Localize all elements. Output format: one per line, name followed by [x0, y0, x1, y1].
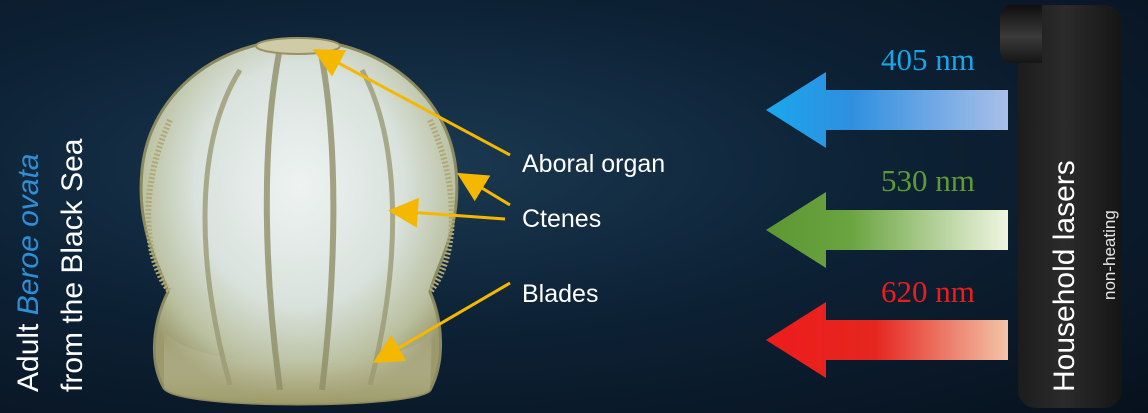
- device-subtitle: non-heating: [1100, 210, 1120, 300]
- device-title: Household lasers: [1048, 160, 1082, 392]
- wavelength-405: 405 nm: [881, 42, 975, 78]
- wavelength-530: 530 nm: [881, 163, 975, 199]
- beam-530: [766, 192, 1008, 268]
- beam-620: [766, 302, 1008, 378]
- laser-aperture: [1000, 5, 1042, 63]
- beam-405: [766, 72, 1008, 148]
- wavelength-620: 620 nm: [881, 274, 975, 310]
